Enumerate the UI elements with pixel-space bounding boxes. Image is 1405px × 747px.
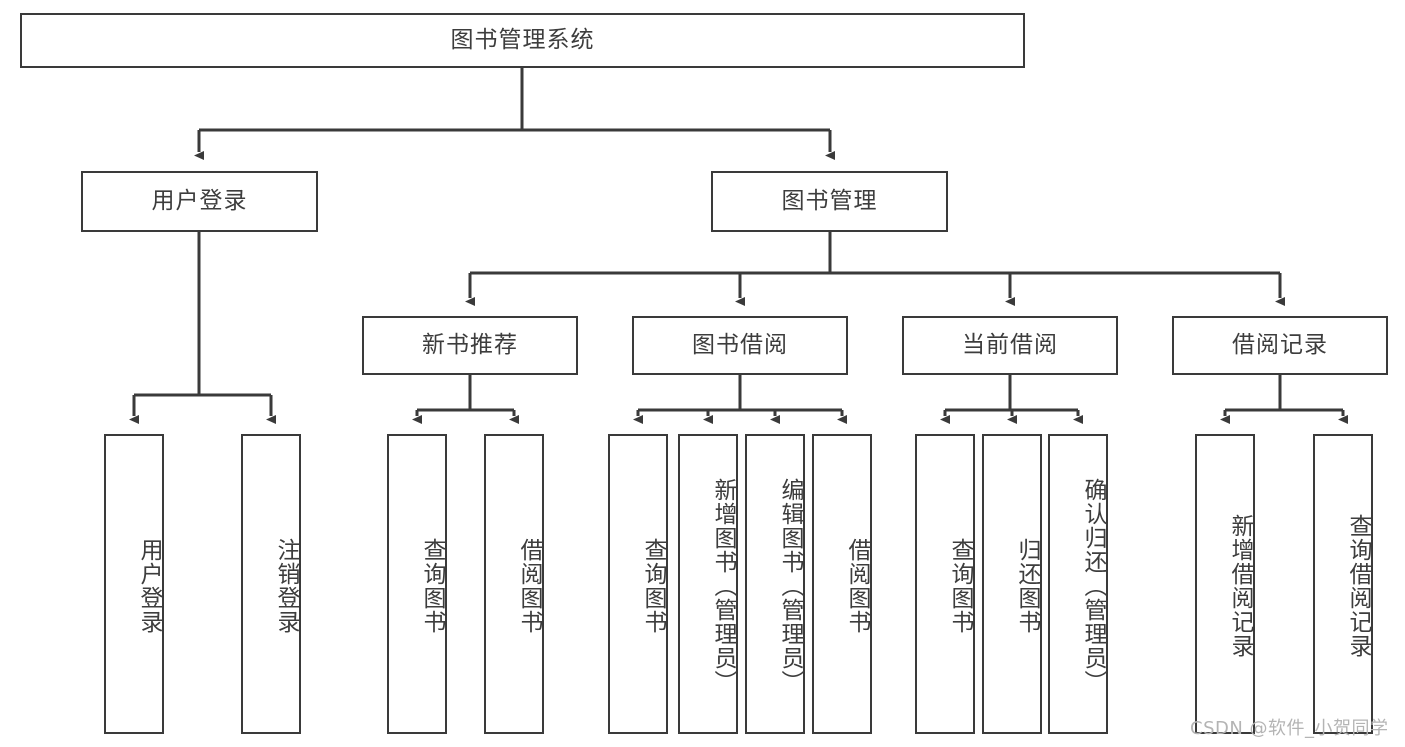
node-new-book-recommend[interactable]: 新书推荐 <box>362 316 578 375</box>
leaf-query-borrow-record[interactable]: 查询借阅记录 <box>1313 434 1373 734</box>
csdn-watermark: CSDN @软件_小贺同学 <box>1190 718 1389 739</box>
leaf-query-book-borrow[interactable]: 查询图书 <box>608 434 668 734</box>
node-book-management[interactable]: 图书管理 <box>711 171 948 232</box>
node-user-login[interactable]: 用户登录 <box>81 171 318 232</box>
node-root[interactable]: 图书管理系统 <box>20 13 1025 68</box>
node-book-borrow[interactable]: 图书借阅 <box>632 316 848 375</box>
leaf-borrow-book[interactable]: 借阅图书 <box>812 434 872 734</box>
leaf-borrow-book-newbook[interactable]: 借阅图书 <box>484 434 544 734</box>
leaf-add-borrow-record[interactable]: 新增借阅记录 <box>1195 434 1255 734</box>
leaf-edit-book-admin[interactable]: 编辑图书（管理员） <box>745 434 805 734</box>
leaf-logout[interactable]: 注销登录 <box>241 434 301 734</box>
leaf-query-book-newbook[interactable]: 查询图书 <box>387 434 447 734</box>
node-borrow-record[interactable]: 借阅记录 <box>1172 316 1388 375</box>
node-current-borrow[interactable]: 当前借阅 <box>902 316 1118 375</box>
leaf-return-book[interactable]: 归还图书 <box>982 434 1042 734</box>
leaf-confirm-return-admin[interactable]: 确认归还（管理员） <box>1048 434 1108 734</box>
leaf-query-book-current[interactable]: 查询图书 <box>915 434 975 734</box>
leaf-user-login[interactable]: 用户登录 <box>104 434 164 734</box>
leaf-add-book-admin[interactable]: 新增图书（管理员） <box>678 434 738 734</box>
